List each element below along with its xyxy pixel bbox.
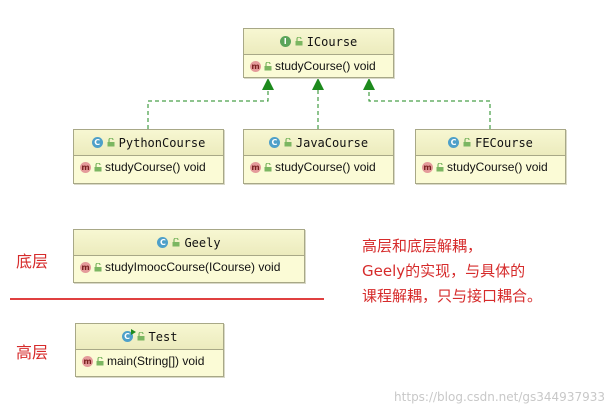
unlock-icon: [96, 356, 104, 365]
javacourse-box[interactable]: C JavaCourse m studyCourse() void: [243, 129, 394, 184]
unlock-icon: [463, 138, 471, 147]
pythoncourse-header: C PythonCourse: [74, 130, 223, 156]
top-layer-label: 高层: [16, 343, 49, 362]
class-name: JavaCourse: [295, 135, 369, 150]
unlock-icon: [264, 162, 272, 171]
method-icon: m: [82, 355, 93, 367]
class-icon: C: [91, 137, 103, 148]
python-arrowhead: [262, 78, 274, 90]
run-marker-icon: [130, 329, 136, 335]
unlock-icon: [94, 262, 102, 271]
method-row[interactable]: m studyCourse() void: [74, 156, 223, 178]
layer-divider: [10, 298, 324, 300]
pythoncourse-box[interactable]: C PythonCourse m studyCourse() void: [73, 129, 224, 184]
class-name: FECourse: [475, 135, 533, 150]
unlock-icon: [137, 332, 145, 341]
python-to-icourse-link: [147, 86, 269, 129]
interface-icon: I: [279, 36, 291, 47]
watermark: https://blog.csdn.net/gs344937933: [394, 390, 605, 404]
geely-box[interactable]: C Geely m studyImoocCourse(ICourse) void: [73, 229, 305, 283]
class-icon: C: [268, 137, 280, 148]
unlock-icon: [264, 61, 272, 70]
method-icon: m: [80, 161, 91, 173]
java-arrowhead: [312, 78, 324, 90]
method-row[interactable]: m studyCourse() void: [416, 156, 565, 178]
method-icon: m: [250, 60, 261, 72]
unlock-icon: [284, 138, 292, 147]
method-row[interactable]: m studyImoocCourse(ICourse) void: [74, 256, 304, 278]
class-icon: C: [121, 329, 136, 342]
method-icon: m: [422, 161, 433, 173]
method-icon: m: [80, 261, 91, 273]
class-name: Test: [148, 329, 178, 344]
javacourse-header: C JavaCourse: [244, 130, 393, 156]
fecourse-box[interactable]: C FECourse m studyCourse() void: [415, 129, 566, 184]
method-row[interactable]: m studyCourse() void: [244, 156, 393, 178]
method-signature: studyCourse() void: [105, 160, 206, 174]
note-line: 课程解耦，只与接口耦合。: [362, 287, 543, 305]
class-icon: C: [157, 237, 169, 248]
class-name: ICourse: [306, 34, 358, 49]
method-row[interactable]: m main(String[]) void: [76, 350, 223, 372]
bottom-layer-label: 底层: [16, 252, 49, 271]
icourse-box[interactable]: I ICourse m studyCourse() void: [243, 28, 394, 78]
class-name: Geely: [184, 235, 221, 250]
fe-arrowhead: [363, 78, 375, 90]
method-signature: studyCourse() void: [275, 160, 376, 174]
explanation-note: 高层和底层解耦， Geely的实现，与具体的 课程解耦，只与接口耦合。: [362, 234, 542, 309]
method-row[interactable]: m studyCourse() void: [244, 55, 393, 77]
test-box[interactable]: C Test m main(String[]) void: [75, 323, 224, 377]
fecourse-header: C FECourse: [416, 130, 565, 156]
unlock-icon: [107, 138, 115, 147]
method-signature: studyImoocCourse(ICourse) void: [105, 260, 281, 274]
method-signature: main(String[]) void: [107, 354, 205, 368]
method-signature: studyCourse() void: [275, 59, 376, 73]
note-line: 高层和底层解耦，: [362, 237, 483, 255]
geely-header: C Geely: [74, 230, 304, 256]
unlock-icon: [436, 162, 444, 171]
class-icon: C: [448, 137, 460, 148]
fe-to-icourse-link: [368, 86, 491, 129]
test-header: C Test: [76, 324, 223, 350]
unlock-icon: [172, 238, 180, 247]
class-name: PythonCourse: [118, 135, 206, 150]
icourse-header: I ICourse: [244, 29, 393, 55]
method-signature: studyCourse() void: [447, 160, 548, 174]
method-icon: m: [250, 161, 261, 173]
unlock-icon: [295, 37, 303, 46]
note-line: Geely的实现，与具体的: [362, 262, 526, 280]
unlock-icon: [94, 162, 102, 171]
